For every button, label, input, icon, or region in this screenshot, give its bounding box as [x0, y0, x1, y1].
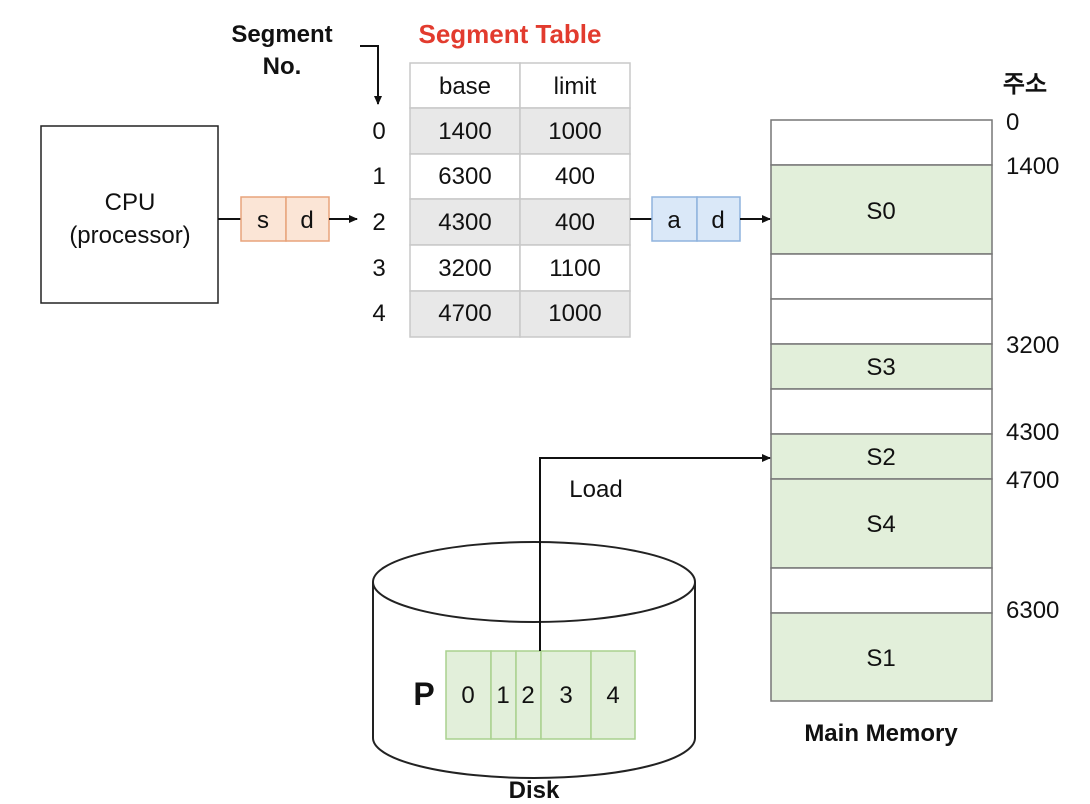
segment-table: base limit 0 1400 1000 1 6300 400 2 4300…	[372, 62, 631, 338]
segment-no-line1: Segment	[231, 21, 332, 48]
row-0-index: 0	[372, 118, 385, 145]
address-3200: 3200	[1006, 332, 1059, 359]
row-4-base: 4700	[438, 300, 491, 327]
cpu-label-line2: (processor)	[69, 222, 190, 249]
memory-free-block	[770, 253, 993, 300]
physical-address-box: a d	[651, 196, 741, 242]
process-segments: 0 1 2 3 4	[445, 650, 636, 740]
row-1-limit: 400	[555, 163, 595, 190]
header-base-cell	[409, 62, 521, 109]
process-label: P	[413, 676, 434, 712]
label-s2: S2	[866, 444, 895, 471]
process-cell-2	[515, 650, 542, 740]
row-4-limit: 1000	[548, 300, 601, 327]
physical-d: d	[711, 207, 724, 234]
header-limit: limit	[554, 73, 597, 100]
row-3-limit: 1100	[549, 255, 601, 282]
address-4700: 4700	[1006, 467, 1059, 494]
main-memory-label: Main Memory	[804, 720, 958, 747]
load-label: Load	[569, 476, 622, 503]
memory-segment-s3	[770, 343, 993, 390]
row-2-index: 2	[372, 209, 385, 236]
address-6300: 6300	[1006, 597, 1059, 624]
main-memory: S0 S3 S2 S4 S1 Main Memory	[770, 119, 993, 747]
process-cell-2-label: 2	[521, 682, 534, 709]
row-3-base: 3200	[438, 255, 491, 282]
memory-segment-s1	[770, 612, 993, 702]
row-2-limit: 400	[555, 209, 595, 236]
load-arrow	[539, 454, 771, 651]
segment-no-arrow	[360, 45, 382, 105]
memory-free-block	[770, 119, 993, 166]
cpu-box: CPU (processor)	[40, 125, 219, 304]
logical-d: d	[300, 207, 313, 234]
memory-segment-s0	[770, 164, 993, 255]
label-s4: S4	[866, 511, 895, 538]
row-1-index: 1	[372, 163, 385, 190]
row-4-limit-cell	[519, 290, 631, 338]
row-3-index: 3	[372, 255, 385, 282]
address-labels: 0 1400 3200 4300 4700 6300	[1006, 109, 1059, 624]
cpu-label-line1: CPU	[105, 189, 156, 216]
address-4300: 4300	[1006, 419, 1059, 446]
address-header: 주소	[1003, 71, 1047, 98]
row-2-limit-cell	[519, 198, 631, 246]
row-4-index: 4	[372, 300, 385, 327]
process-cell-4-label: 4	[606, 682, 619, 709]
memory-free-block	[770, 298, 993, 345]
segment-no-line2: No.	[263, 53, 302, 80]
process-cell-0-label: 0	[461, 682, 474, 709]
disk-label: Disk	[509, 777, 560, 804]
row-1-base: 6300	[438, 163, 491, 190]
process-cell-1-label: 1	[496, 682, 509, 709]
process-cell-0	[445, 650, 492, 740]
logical-address-box: s d	[240, 196, 330, 242]
row-1-limit-cell	[519, 153, 631, 200]
row-0-base: 1400	[438, 118, 491, 145]
row-2-base: 4300	[438, 209, 491, 236]
logical-s: s	[257, 207, 269, 234]
header-limit-cell	[519, 62, 631, 109]
memory-free-block	[770, 388, 993, 435]
row-0-limit-cell	[519, 107, 631, 155]
memory-free-block	[770, 567, 993, 614]
address-1400: 1400	[1006, 153, 1059, 180]
label-s0: S0	[866, 198, 895, 225]
label-s1: S1	[866, 645, 895, 672]
segment-no-label: Segment No.	[231, 21, 332, 80]
label-s3: S3	[866, 354, 895, 381]
row-0-limit: 1000	[548, 118, 601, 145]
process-cell-3	[540, 650, 592, 740]
address-0: 0	[1006, 109, 1019, 136]
process-cell-4	[590, 650, 636, 740]
segment-table-title: Segment Table	[418, 19, 601, 49]
header-base: base	[439, 73, 491, 100]
memory-segment-s2	[770, 433, 993, 480]
row-3-limit-cell	[519, 244, 631, 292]
physical-a: a	[667, 207, 681, 234]
process-cell-3-label: 3	[559, 682, 572, 709]
